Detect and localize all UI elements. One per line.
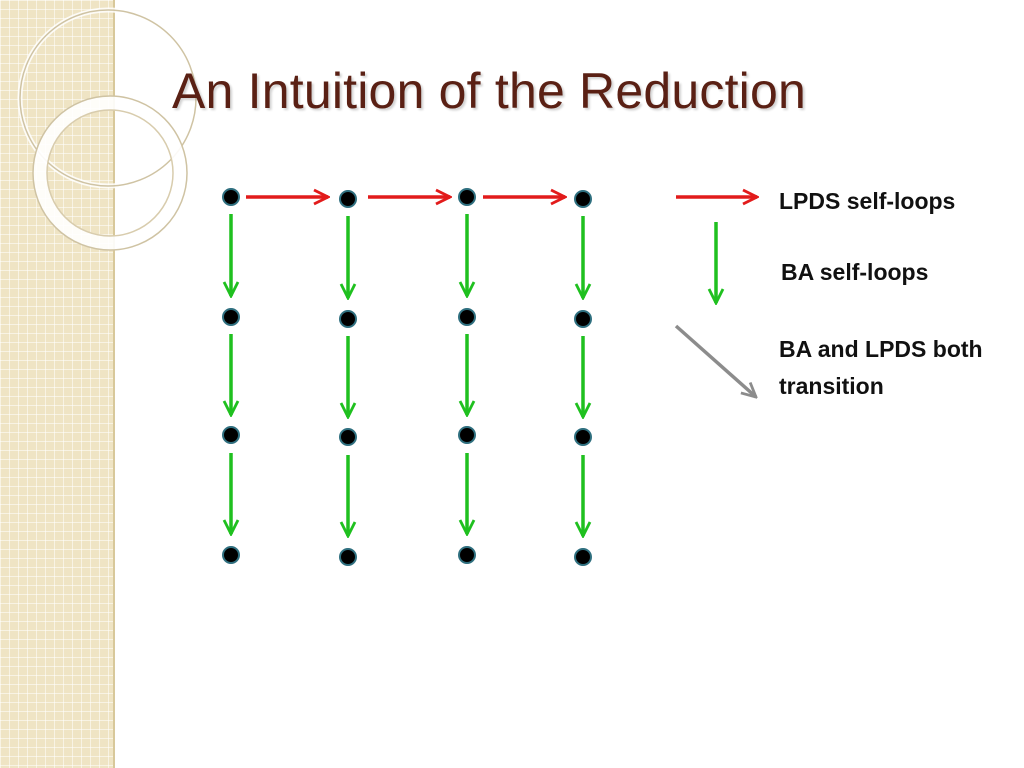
- state-node: [574, 428, 592, 446]
- state-node: [574, 548, 592, 566]
- slide-title: An Intuition of the Reduction: [172, 63, 806, 119]
- state-node: [222, 188, 240, 206]
- decorative-circles: [17, 7, 199, 251]
- state-node: [339, 310, 357, 328]
- state-node: [458, 546, 476, 564]
- state-node: [222, 308, 240, 326]
- state-node: [222, 546, 240, 564]
- state-node: [339, 190, 357, 208]
- legend-gray-arrow: [674, 324, 756, 397]
- legend-label-ba-self-loops: BA self-loops: [781, 259, 929, 285]
- side-strip-edge: [113, 0, 115, 768]
- state-node: [458, 308, 476, 326]
- state-node: [458, 188, 476, 206]
- state-node: [458, 426, 476, 444]
- state-node: [574, 190, 592, 208]
- legend-label-lpds-self-loops: LPDS self-loops: [779, 188, 956, 214]
- legend-label-both-transition: BA and LPDS both transition: [779, 336, 983, 399]
- state-node: [574, 310, 592, 328]
- state-node: [339, 428, 357, 446]
- state-node: [222, 426, 240, 444]
- state-node: [339, 548, 357, 566]
